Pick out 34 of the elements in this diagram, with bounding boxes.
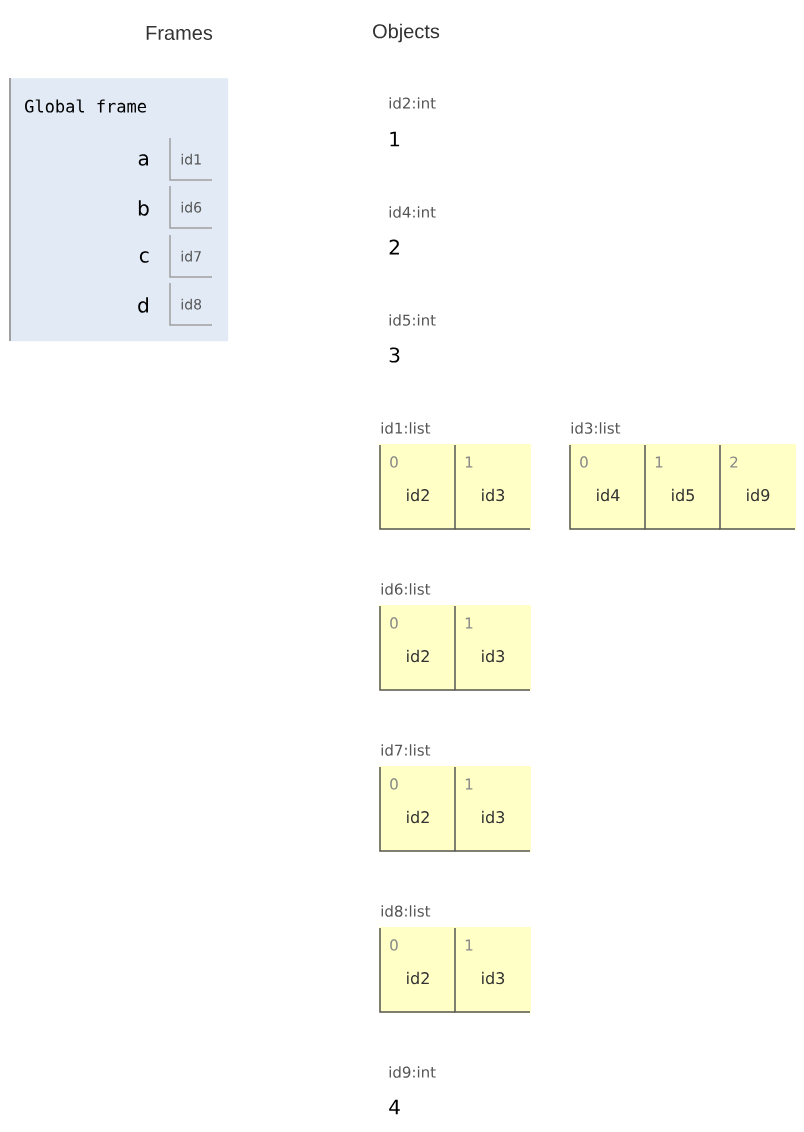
int-value: 1: [390, 131, 400, 147]
node-label: id1:list: [381, 422, 431, 434]
list-cell: 0 id2: [379, 605, 456, 691]
variable-cell: id1: [169, 137, 213, 181]
panel-heading: Frames: [146, 26, 213, 40]
int-value: 3: [389, 347, 400, 363]
list-cell: 0 id2: [379, 766, 456, 852]
variable-name: c: [139, 251, 149, 263]
list-cell: 1 id3: [454, 605, 531, 691]
list-cell: 1 id3: [454, 927, 531, 1013]
variable-cell: id7: [169, 234, 213, 278]
node-label: id8:list: [381, 905, 431, 917]
type-label: id9:int: [389, 1066, 436, 1078]
node-label: id7:list: [381, 744, 431, 756]
list-cell: 1 id5: [644, 444, 721, 530]
variable-name: d: [138, 297, 148, 313]
variable-cell: id8: [169, 282, 213, 326]
panel-heading: Objects: [373, 23, 440, 43]
list-cell: 1 id3: [454, 444, 531, 530]
list-cell: 0 id2: [379, 444, 456, 530]
variable-cell: id6: [169, 185, 213, 229]
type-label: id4:int: [389, 206, 436, 218]
list-cell: 2 id9: [719, 444, 796, 530]
list-cell: 1 id3: [454, 766, 531, 852]
type-label: id5:int: [389, 314, 436, 326]
variable-name: b: [138, 200, 149, 216]
node-label: id6:list: [381, 583, 431, 595]
type-label: id2:int: [389, 97, 436, 109]
list-cell: 0 id4: [569, 444, 646, 530]
node-label: id3:list: [571, 422, 621, 434]
variable-name: a: [138, 154, 148, 166]
int-value: 4: [389, 1099, 400, 1115]
int-value: 2: [389, 239, 399, 255]
list-cell: 0 id2: [379, 927, 456, 1013]
